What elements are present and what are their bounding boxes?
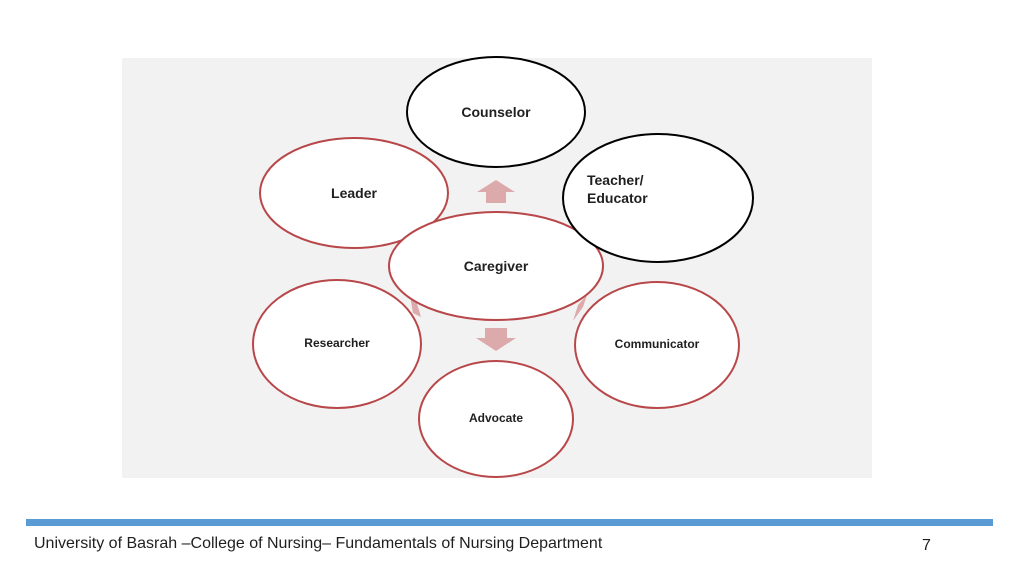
advocate-circle xyxy=(418,360,574,478)
arrow-to-communicator xyxy=(573,295,587,321)
page-number: 7 xyxy=(922,537,931,554)
leader-circle xyxy=(259,137,449,249)
communicator-circle xyxy=(574,281,740,409)
footer-text: University of Basrah –College of Nursing… xyxy=(34,535,603,552)
advocate-label: Advocate xyxy=(468,411,524,426)
leader-label: Leader xyxy=(331,184,377,201)
teacher-educator-label: Teacher/ Educator xyxy=(587,171,648,206)
caregiver-label: Caregiver xyxy=(463,257,529,274)
caregiver-circle xyxy=(388,211,604,321)
researcher-circle xyxy=(252,279,422,409)
researcher-label: Researcher xyxy=(304,336,370,351)
arrow-up-to-counselor xyxy=(477,180,515,203)
teacher-circle xyxy=(562,133,754,263)
footer-rule xyxy=(26,519,993,526)
arrow-to-researcher xyxy=(410,296,421,317)
counselor-label: Counselor xyxy=(461,103,531,120)
counselor-circle xyxy=(406,56,586,168)
arrow-down-to-advocate xyxy=(476,328,516,351)
communicator-label: Communicator xyxy=(614,337,700,352)
